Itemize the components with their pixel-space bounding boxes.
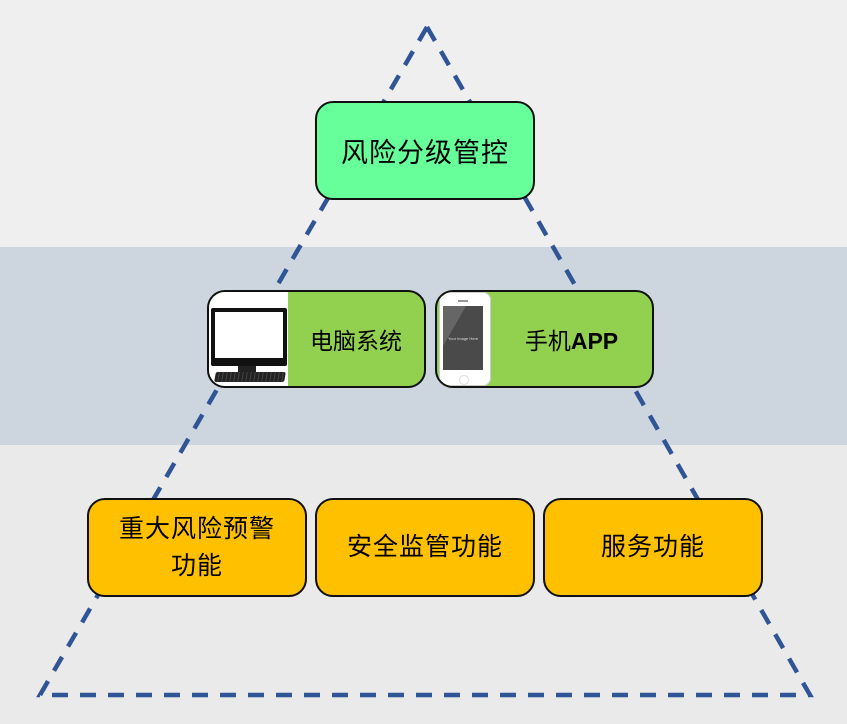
major-risk-warning-label: 重大风险预警 功能 [119,511,275,584]
phone-placeholder-text: Your Image Here [447,335,479,341]
safety-supervision-box: 安全监管功能 [315,498,535,597]
major-risk-warning-line2: 功能 [170,550,223,580]
risk-control-box: 风险分级管控 [315,101,535,200]
computer-icon [209,292,288,386]
smartphone-icon: Your Image Here [439,292,491,386]
risk-control-label: 风险分级管控 [341,138,509,169]
safety-supervision-label: 安全监管功能 [346,532,503,562]
service-function-box: 服务功能 [543,498,763,597]
major-risk-warning-box: 重大风险预警 功能 [87,498,307,597]
mobile-app-label: 手机APP [491,322,652,356]
service-function-label: 服务功能 [600,532,705,562]
major-risk-warning-line1: 重大风险预警 [118,514,275,544]
computer-system-label: 电脑系统 [310,329,402,355]
mobile-app-label-cn: 手机 [524,329,571,355]
computer-system-box: 电脑系统 [207,290,426,388]
mobile-app-label-latin: APP [570,328,619,354]
mobile-app-box: Your Image Here 手机APP [435,290,654,388]
dashed-triangle-outline [36,22,814,698]
